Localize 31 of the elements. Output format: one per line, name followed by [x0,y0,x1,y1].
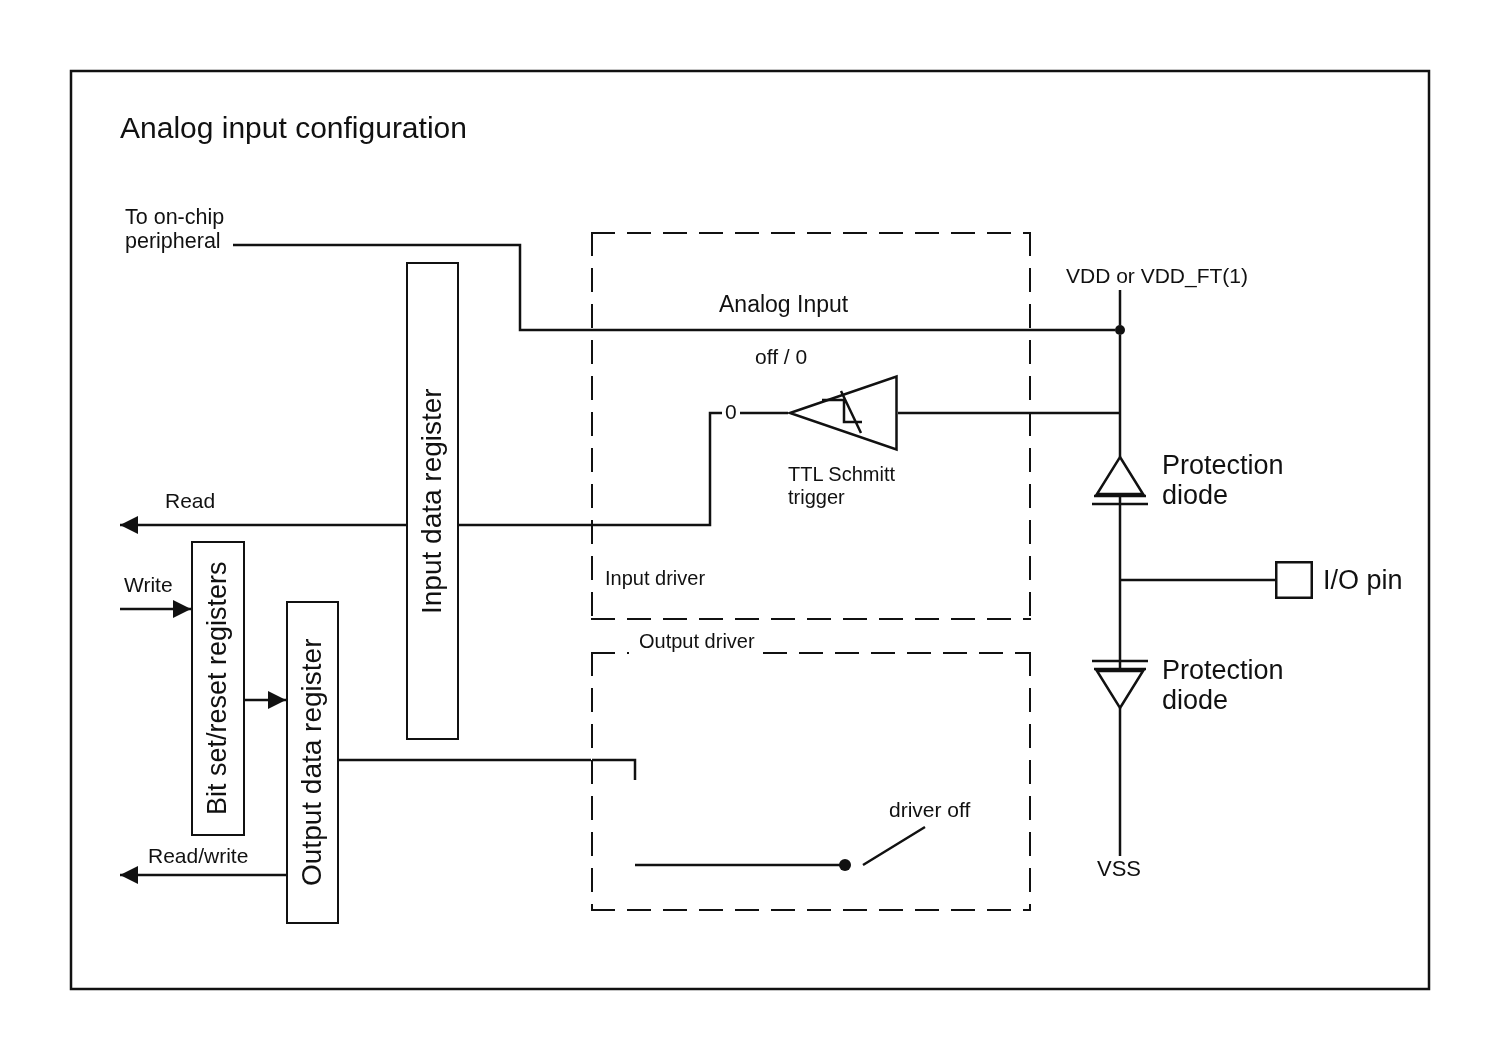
register-box: Bit set/reset registers [191,541,245,836]
component-label: TTL Schmitt trigger [788,463,897,509]
wire [1118,335,1122,450]
component-label: Protection diode [1162,655,1285,715]
supply-label: VDD or VDD_FT(1) [1066,262,1249,290]
junction-dot [1115,325,1125,335]
pin-label: I/O pin [1323,564,1404,597]
diagram-title: Analog input configuration [120,110,467,146]
arrow [245,691,286,709]
switch-label: driver off [889,798,971,822]
wire [459,411,788,527]
wire [898,411,1120,415]
dashed-region [591,232,1031,620]
ground-label: VSS [1097,856,1142,882]
arrow [120,600,191,618]
wire [1118,290,1122,325]
region-label: Output driver [639,629,755,654]
note-text: off / 0 [755,345,808,369]
wire [233,243,1115,332]
edge-label: Analog Input [719,291,849,317]
wire [1118,510,1122,655]
arrow [120,866,286,884]
arrow [120,516,406,534]
register-box: Input data register [406,262,459,740]
wire [1120,578,1275,582]
wire [1118,715,1122,856]
region-label: Input driver [605,566,706,590]
component-label: Protection diode [1162,450,1285,510]
signal-label: To on-chip peripheral [125,205,233,253]
wire [339,758,591,762]
register-box: Output data register [286,601,339,924]
